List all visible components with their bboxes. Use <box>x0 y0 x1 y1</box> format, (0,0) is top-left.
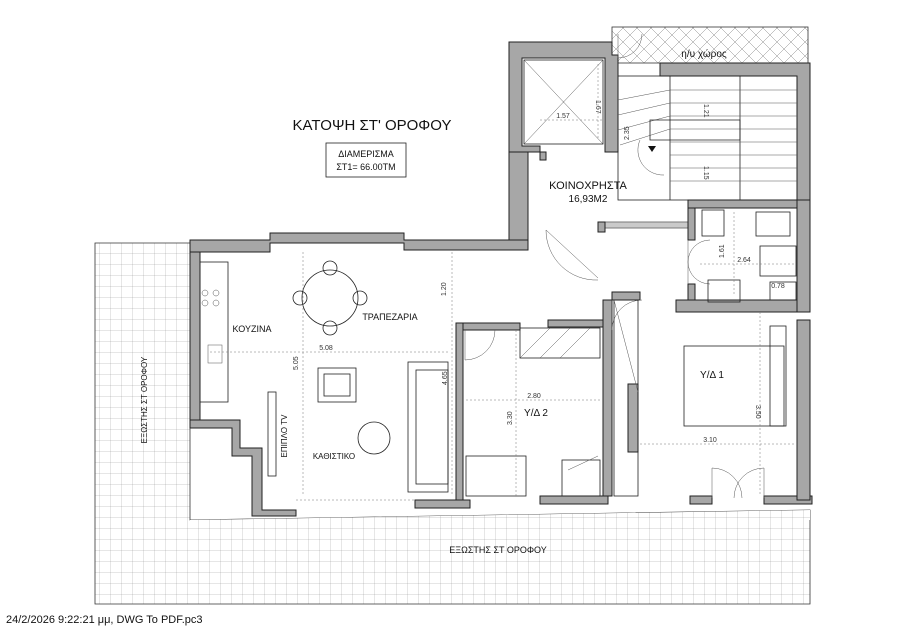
bedroom2-furniture <box>465 327 601 497</box>
room-label-bedroom1: Υ/Δ 1 <box>700 370 724 381</box>
room-label-kitchen: ΚΟΥΖΙΝΑ <box>233 324 272 334</box>
terrace-south <box>190 510 810 528</box>
dim-bath-height: 1.61 <box>719 244 726 258</box>
dim-bedroom2-height: 3.30 <box>507 411 514 425</box>
doors <box>464 33 765 499</box>
kitchen-counter <box>199 261 229 403</box>
staircase <box>617 75 798 201</box>
bathroom-fixtures <box>701 209 797 303</box>
dim-bath-width: 2.64 <box>737 257 751 264</box>
apartment-label: ΔΙΑΜΕΡΙΣΜΑ <box>338 149 394 159</box>
dim-dining-height: 1.20 <box>441 282 448 296</box>
room-label-dining: ΤΡΑΠΕΖΑΡΙΑ <box>362 312 417 322</box>
living-furniture <box>267 361 449 493</box>
print-footer: 24/2/2026 9:22:21 μμ, DWG To PDF.pc3 <box>6 614 203 626</box>
dining-table <box>292 260 368 336</box>
dim-stair-b: 2.35 <box>624 126 631 140</box>
terrace-west-label: ΕΞΩΣΤΗΣ ΣΤ ΟΡΟΦΟΥ <box>140 356 149 443</box>
bedroom1-furniture <box>613 299 787 497</box>
dim-elevator-height: 1.67 <box>594 100 601 114</box>
dim-stair-c: 1.15 <box>702 166 709 180</box>
uncovered-area-label: η/υ χώρος <box>681 48 727 60</box>
apartment-area: ΣΤ1= 66.00ΤΜ <box>336 162 395 172</box>
room-label-bedroom2: Υ/Δ 2 <box>524 408 548 419</box>
walls <box>189 41 813 517</box>
dim-bedroom1-width: 3.10 <box>703 437 717 444</box>
elevator <box>523 59 604 145</box>
common-area-size: 16,93M2 <box>569 194 608 205</box>
plan-title: ΚΑΤΟΨΗ ΣΤ' ΟΡΟΦΟΥ <box>293 117 452 134</box>
dim-bedroom1-height: 3.50 <box>754 405 761 419</box>
dim-sofa-height: 4.65 <box>442 371 449 385</box>
dim-living-width: 5.08 <box>319 345 333 352</box>
dimension-lines <box>210 64 796 501</box>
room-label-living: ΚΑΘΙΣΤΙΚΟ <box>313 452 355 461</box>
dim-living-height: 5.05 <box>293 356 300 370</box>
apartment-box: ΔΙΑΜΕΡΙΣΜΑ ΣΤ1= 66.00ΤΜ <box>325 142 407 178</box>
dim-stair-a: 1.21 <box>702 104 709 118</box>
dim-wc-width: 0.78 <box>771 283 785 290</box>
terrace-south-label: ΕΞΩΣΤΗΣ ΣΤ ΟΡΟΦΟΥ <box>449 545 547 555</box>
common-area-label: ΚΟΙΝΟΧΡΗΣΤΑ <box>549 180 627 192</box>
dim-elevator-width: 1.57 <box>556 113 570 120</box>
room-label-tv-unit: ΕΠΙΠΛΟ TV <box>280 414 289 458</box>
dim-bedroom2-width: 2.80 <box>527 393 541 400</box>
